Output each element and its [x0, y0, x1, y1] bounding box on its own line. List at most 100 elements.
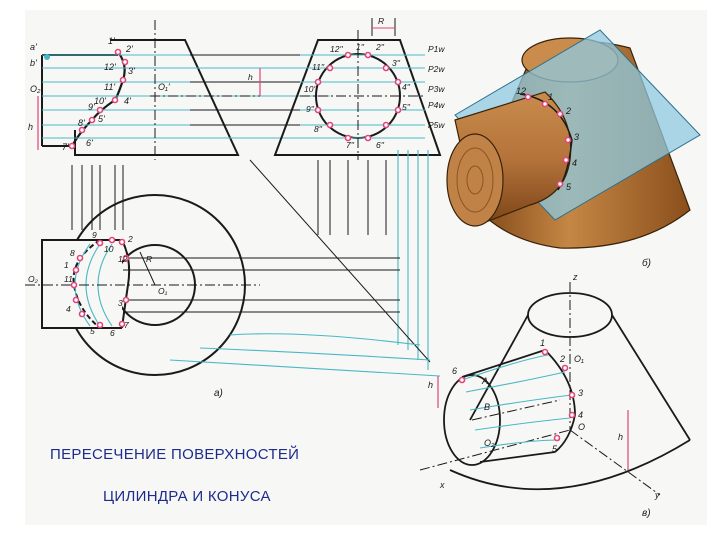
side-axis-lines	[300, 30, 425, 160]
svg-text:O₁: O₁	[574, 354, 584, 364]
top-horizontal-lines	[25, 257, 400, 313]
figure-label-b: б)	[642, 257, 651, 269]
svg-text:6'': 6''	[376, 140, 384, 150]
side-cone-outline	[273, 39, 442, 156]
side-points	[314, 51, 402, 142]
svg-text:9'': 9''	[306, 104, 314, 114]
svg-text:4: 4	[66, 304, 71, 314]
svg-text:4: 4	[578, 410, 583, 420]
svg-text:8: 8	[70, 248, 75, 258]
svg-text:11'': 11''	[312, 62, 324, 72]
iso-v-axes	[419, 282, 661, 496]
svg-text:4: 4	[572, 158, 577, 168]
svg-text:3': 3'	[128, 66, 135, 76]
svg-text:3: 3	[118, 298, 123, 308]
iso-v-cylinder-end	[443, 374, 501, 466]
caption-line-1: ПЕРЕСЕЧЕНИЕ ПОВЕРХНОСТЕЙ	[50, 446, 300, 463]
svg-text:7': 7'	[62, 142, 69, 152]
label-o2-top: O₂	[28, 274, 39, 284]
svg-text:2': 2'	[125, 44, 133, 54]
svg-text:10': 10'	[94, 96, 106, 106]
top-intersection-curve-left	[72, 239, 101, 329]
svg-text:4'': 4''	[402, 82, 410, 92]
svg-text:7: 7	[124, 320, 129, 330]
svg-text:8'': 8''	[314, 124, 322, 134]
svg-text:10: 10	[104, 244, 114, 254]
iso-b-model	[446, 29, 701, 249]
label-h-iso-right: h	[618, 432, 623, 442]
label-r-side: R	[378, 16, 384, 26]
svg-text:5: 5	[566, 182, 572, 192]
front-points	[68, 48, 129, 150]
iso-v-points	[458, 348, 576, 442]
svg-text:P3w: P3w	[428, 84, 445, 94]
iso-v-labels: z x y 1 2 O₁ 3 4 5 6 A B O O₂ h h в)	[428, 272, 660, 519]
label-o2-prime: O₂'	[30, 84, 42, 94]
svg-text:3'': 3''	[392, 58, 400, 68]
svg-text:11': 11'	[104, 82, 115, 92]
svg-text:6': 6'	[86, 138, 93, 148]
svg-text:2: 2	[559, 354, 565, 364]
label-b-prime: b'	[30, 58, 37, 68]
side-labels: R 12'' 1'' 2'' 11'' 3'' 10'' 4'' 9'' 5''…	[248, 16, 445, 150]
svg-text:P5w: P5w	[428, 120, 445, 130]
figure-label-a: а)	[214, 388, 223, 399]
svg-text:P4w: P4w	[428, 100, 445, 110]
svg-text:8': 8'	[78, 118, 85, 128]
svg-text:2'': 2''	[375, 42, 384, 52]
label-r-top: R	[146, 254, 152, 264]
iso-v-drawing	[443, 292, 691, 491]
svg-text:5: 5	[552, 444, 558, 454]
svg-text:3: 3	[574, 132, 579, 142]
svg-text:B: B	[484, 402, 490, 412]
svg-text:12': 12'	[104, 62, 116, 72]
svg-text:2: 2	[565, 106, 571, 116]
svg-text:x: x	[439, 480, 445, 490]
label-a-prime: a'	[30, 42, 37, 52]
top-points	[70, 236, 130, 329]
svg-text:3: 3	[578, 388, 583, 398]
svg-text:1: 1	[64, 260, 69, 270]
figure-label-v: в)	[642, 508, 651, 519]
iso-v-generatrices	[461, 354, 573, 449]
label-h-side: h	[248, 72, 253, 82]
svg-text:5'': 5''	[402, 102, 410, 112]
svg-text:5': 5'	[98, 114, 105, 124]
iso-b-labels: 12 1 2 3 4 5 б)	[516, 86, 651, 269]
caption-line-2: ЦИЛИНДРА И КОНУСА	[103, 488, 271, 505]
svg-text:P1w: P1w	[428, 44, 445, 54]
svg-text:A: A	[481, 376, 488, 386]
svg-text:P2w: P2w	[428, 64, 445, 74]
iso-v-h-dimensions	[437, 376, 629, 470]
svg-text:12: 12	[118, 254, 128, 264]
svg-text:10'': 10''	[304, 84, 317, 94]
svg-text:9: 9	[92, 230, 97, 240]
svg-text:1'': 1''	[356, 42, 364, 52]
svg-text:1: 1	[548, 92, 553, 102]
svg-text:11: 11	[64, 274, 73, 284]
svg-text:12: 12	[516, 86, 526, 96]
svg-text:5: 5	[90, 326, 95, 336]
top-labels: 9 8 10 1 12 2 11 3 4 5 6 7 O₂ O₁ R	[28, 230, 168, 338]
svg-text:12'': 12''	[330, 44, 343, 54]
svg-text:1': 1'	[108, 36, 115, 46]
svg-text:6: 6	[452, 366, 457, 376]
point-a	[44, 54, 50, 60]
svg-text:y: y	[654, 490, 660, 500]
label-o1-top: O₁	[158, 286, 168, 296]
svg-text:O: O	[578, 422, 585, 432]
svg-text:O₂: O₂	[484, 438, 495, 448]
label-o1-prime: O₁'	[158, 82, 170, 92]
top-radius-line	[139, 251, 156, 286]
svg-text:2: 2	[127, 234, 133, 244]
svg-text:6: 6	[110, 328, 115, 338]
svg-text:7'': 7''	[346, 140, 354, 150]
svg-text:4': 4'	[124, 96, 131, 106]
svg-text:z: z	[572, 272, 578, 282]
label-h-front: h	[28, 122, 33, 132]
front-arrows	[150, 20, 300, 160]
constant-line	[249, 159, 431, 363]
side-down-projections	[397, 150, 429, 370]
